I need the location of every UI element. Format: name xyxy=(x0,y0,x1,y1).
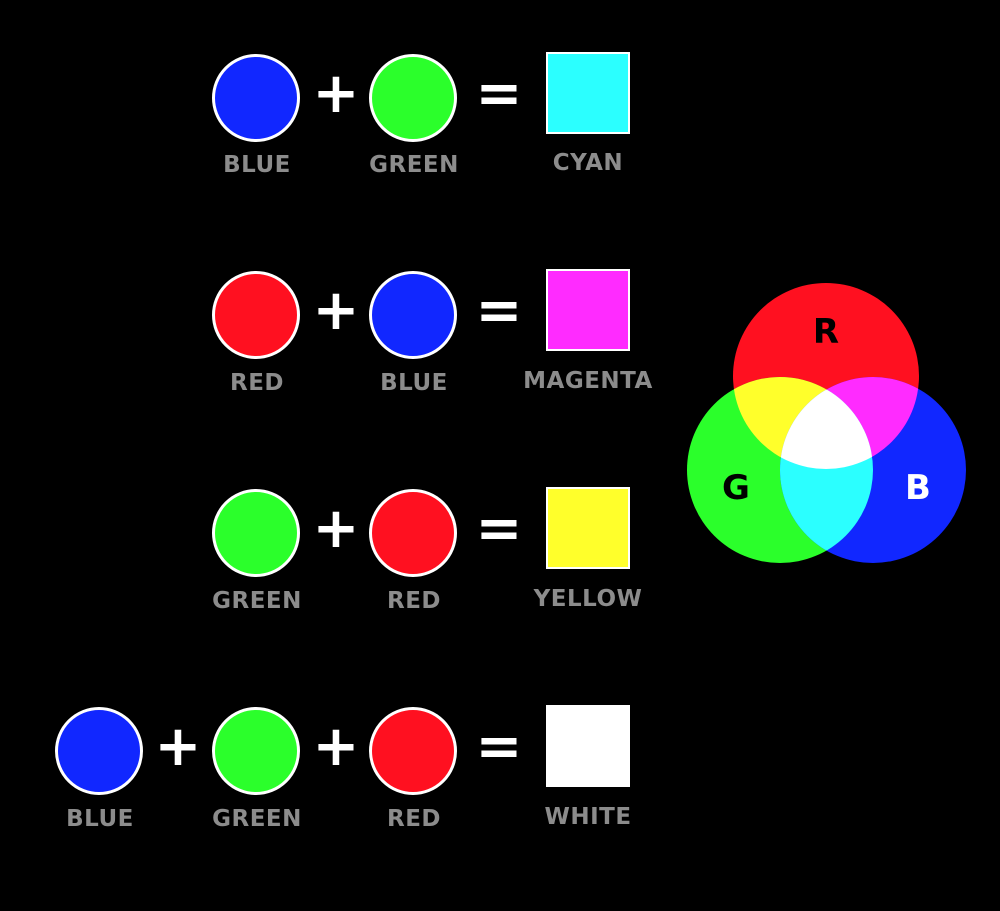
red-circle xyxy=(369,707,457,795)
equals-sign: = xyxy=(475,278,523,343)
input-label: GREEN xyxy=(212,806,302,832)
cyan-square xyxy=(546,52,630,134)
red-circle xyxy=(369,489,457,577)
venn-label-g: G xyxy=(722,468,750,508)
input-label: BLUE xyxy=(223,152,291,178)
plus-sign: + xyxy=(154,714,202,779)
input-label: GREEN xyxy=(212,588,302,614)
blue-circle xyxy=(369,271,457,359)
input-label: BLUE xyxy=(66,806,134,832)
red-circle xyxy=(212,271,300,359)
venn-label-b: B xyxy=(905,468,931,508)
equals-sign: = xyxy=(475,714,523,779)
result-label: CYAN xyxy=(552,150,624,176)
equals-sign: = xyxy=(475,496,523,561)
plus-sign: + xyxy=(312,61,360,126)
green-circle xyxy=(369,54,457,142)
blue-circle xyxy=(212,54,300,142)
result-label: MAGENTA xyxy=(523,368,653,394)
magenta-square xyxy=(546,269,630,351)
plus-sign: + xyxy=(312,496,360,561)
yellow-square xyxy=(546,487,630,569)
input-label: RED xyxy=(229,370,284,396)
venn-label-r: R xyxy=(812,312,840,352)
plus-sign: + xyxy=(312,278,360,343)
blue-circle xyxy=(55,707,143,795)
input-label: GREEN xyxy=(369,152,459,178)
plus-sign: + xyxy=(312,714,360,779)
input-label: RED xyxy=(386,588,441,614)
green-circle xyxy=(212,489,300,577)
equals-sign: = xyxy=(475,61,523,126)
result-label: YELLOW xyxy=(533,586,643,612)
result-label: WHITE xyxy=(544,804,632,830)
white-square xyxy=(546,705,630,787)
input-label: RED xyxy=(386,806,441,832)
green-circle xyxy=(212,707,300,795)
input-label: BLUE xyxy=(380,370,448,396)
